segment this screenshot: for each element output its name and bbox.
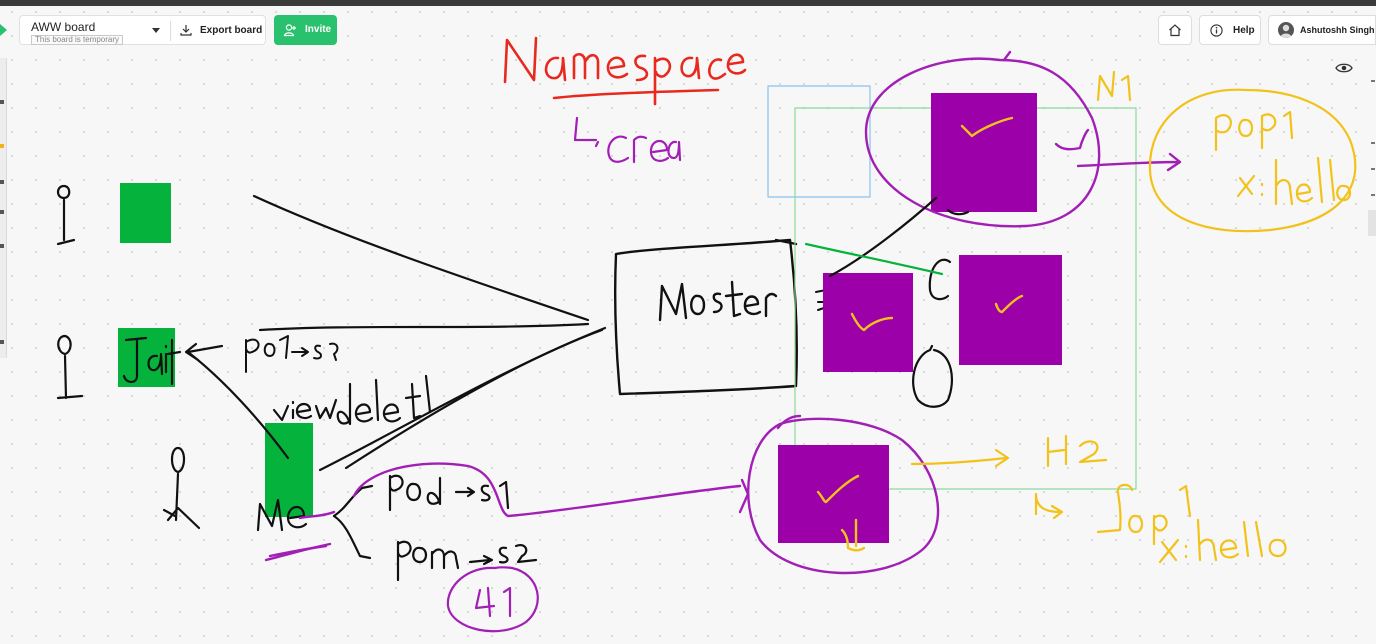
- me-handwriting: [256, 498, 308, 532]
- check-marks: [816, 116, 1024, 552]
- green-line: [804, 242, 944, 276]
- home-button[interactable]: [1158, 15, 1192, 45]
- pod-s1-handwriting: [245, 335, 339, 373]
- invite-button[interactable]: Invite: [274, 15, 337, 45]
- home-icon: [1169, 24, 1181, 37]
- logo-arrow-icon: [0, 24, 7, 36]
- namespaces-handwriting: [503, 36, 747, 106]
- temporary-board-badge: This board is temporary: [31, 35, 124, 45]
- cluster-lines: [828, 196, 970, 408]
- right-tool-rail[interactable]: [1368, 80, 1376, 280]
- rail-handle[interactable]: [0, 340, 4, 344]
- sticky-note-purple[interactable]: [823, 273, 913, 372]
- chevron-down-icon[interactable]: [151, 25, 161, 35]
- frame-blue[interactable]: [767, 85, 871, 198]
- rail-handle[interactable]: [0, 100, 4, 104]
- cre-handwriting: [573, 116, 682, 164]
- n1-handwriting: [1096, 70, 1132, 102]
- pod-branch-handwriting: [332, 474, 538, 582]
- add-user-icon: [283, 24, 296, 37]
- label-41-circle: [446, 566, 539, 633]
- user-name: Ashutoshh Singh: [1300, 25, 1375, 35]
- node-circle-bottom: [747, 414, 940, 575]
- me-underline: [264, 510, 336, 562]
- help-button[interactable]: Help: [1199, 15, 1261, 45]
- pod-to-node-line: [352, 462, 742, 518]
- board-toolbar: AWW board This board is temporary Export…: [19, 15, 266, 45]
- rail-handle[interactable]: [0, 210, 4, 214]
- node-circle-top: [864, 50, 1182, 228]
- view-delete-handwriting: [272, 374, 432, 426]
- x-hello-handwriting: [1158, 518, 1287, 564]
- rail-active-marker: [0, 144, 4, 148]
- eye-icon[interactable]: [1335, 62, 1353, 74]
- person-figure-3: [162, 446, 201, 530]
- master-handwriting: [658, 280, 778, 322]
- sticky-note-purple[interactable]: [959, 255, 1062, 365]
- help-label: Help: [1233, 25, 1255, 36]
- download-icon[interactable]: [180, 24, 192, 36]
- toolbar-divider: [170, 21, 171, 41]
- person-figure-2: [56, 334, 84, 400]
- n2-handwriting: [910, 434, 1192, 546]
- board-name[interactable]: AWW board: [31, 20, 96, 34]
- master-box[interactable]: [614, 238, 798, 396]
- info-icon: [1210, 24, 1223, 37]
- left-tool-rail[interactable]: [0, 58, 7, 358]
- avatar: [1278, 22, 1294, 38]
- sticky-note-green[interactable]: [120, 183, 171, 243]
- top-bar-strip: [0, 0, 1376, 6]
- sticky-note-purple[interactable]: [931, 93, 1037, 212]
- jait-handwriting: [122, 336, 182, 386]
- pod-1-bubble: [1148, 88, 1357, 233]
- connector-lines: [184, 194, 607, 472]
- export-board-button[interactable]: Export board: [200, 25, 263, 36]
- invite-label: Invite: [305, 24, 332, 35]
- person-figure-1: [56, 184, 76, 246]
- node-arrow-mark: [738, 478, 750, 514]
- rail-handle[interactable]: [0, 180, 4, 184]
- user-menu-button[interactable]: Ashutoshh Singh: [1268, 15, 1376, 45]
- rail-handle[interactable]: [0, 244, 4, 248]
